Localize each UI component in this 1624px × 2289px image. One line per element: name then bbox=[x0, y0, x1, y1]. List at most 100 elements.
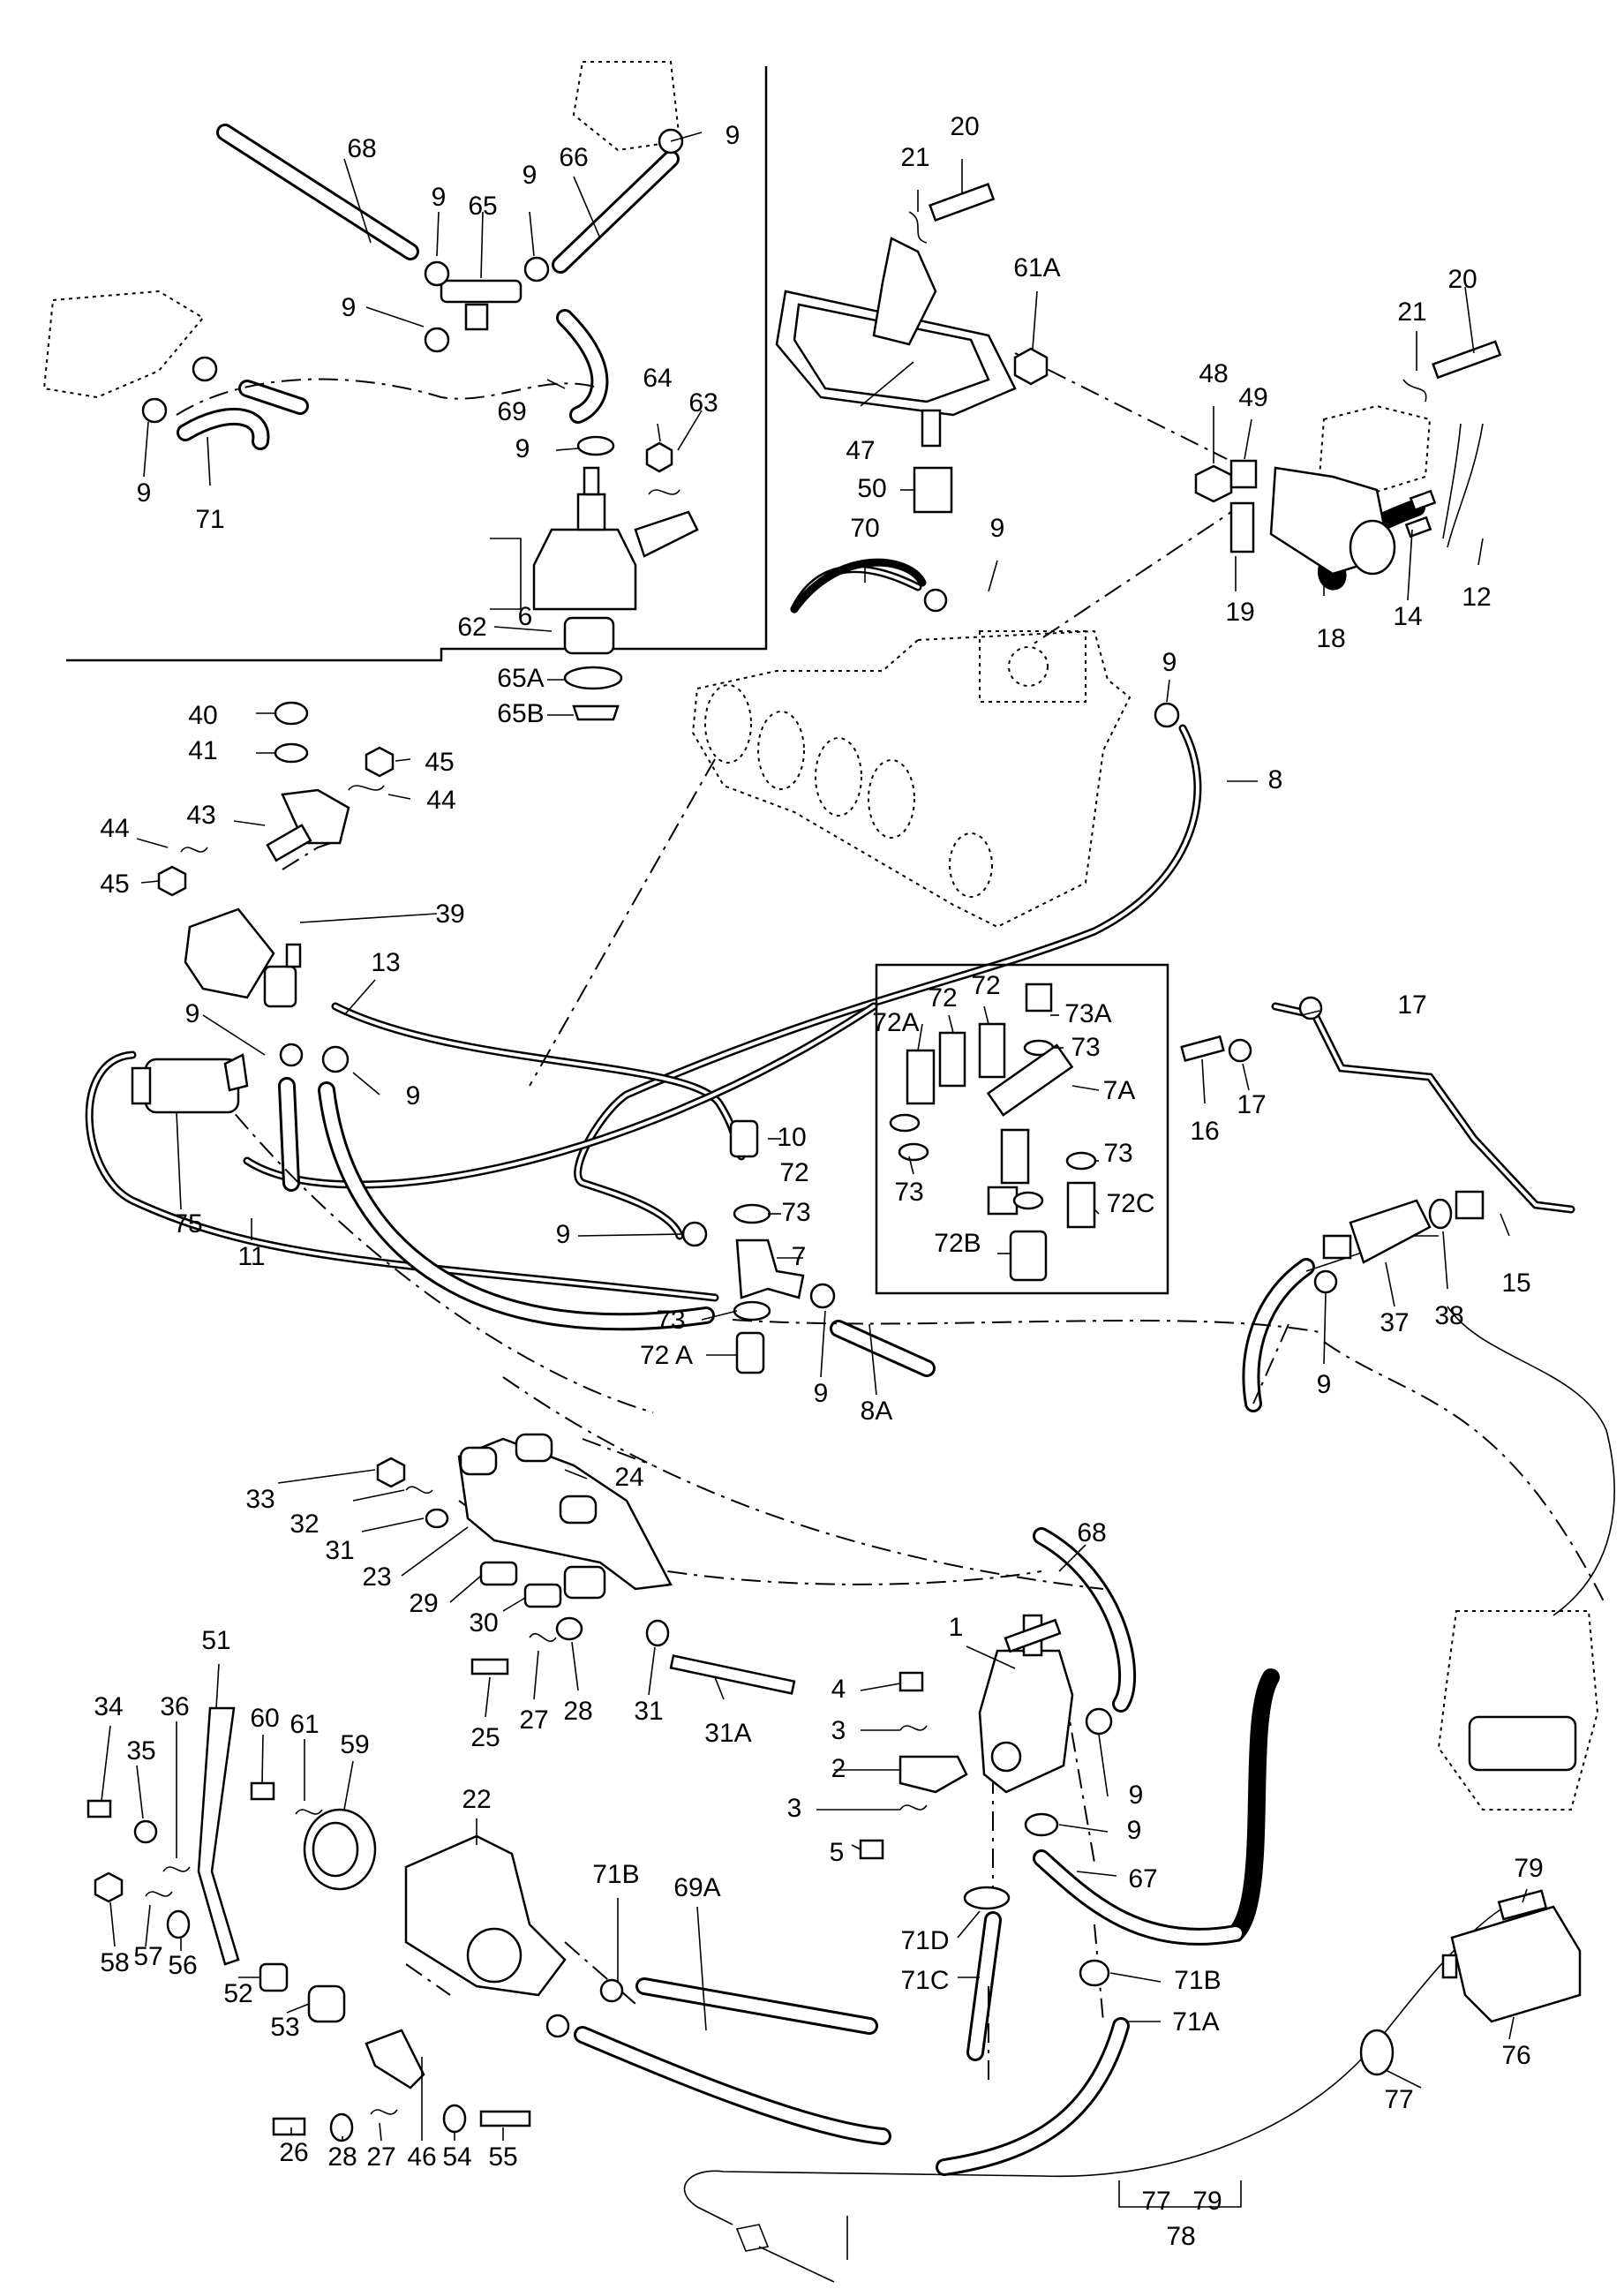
callout-71: 71 bbox=[195, 505, 224, 534]
callout-5: 5 bbox=[830, 1838, 845, 1867]
intake-manifold-outline bbox=[691, 629, 1132, 929]
callout-28: 28 bbox=[327, 2142, 357, 2172]
callout-35: 35 bbox=[126, 1736, 155, 1766]
callout-72: 72 bbox=[928, 983, 957, 1013]
callout-45: 45 bbox=[100, 870, 129, 899]
callout-37: 37 bbox=[1380, 1308, 1409, 1337]
callout-9: 9 bbox=[185, 999, 200, 1028]
callout-77: 77 bbox=[1384, 2085, 1413, 2114]
engine-outline-left bbox=[42, 61, 681, 399]
callout-66: 66 bbox=[559, 143, 588, 172]
callout-72B: 72B bbox=[934, 1229, 981, 1258]
callout-65A: 65A bbox=[497, 664, 544, 693]
callout-71B: 71B bbox=[592, 1860, 639, 1889]
callout-20: 20 bbox=[950, 112, 979, 141]
callout-9: 9 bbox=[1127, 1816, 1142, 1845]
callout-11: 11 bbox=[237, 1242, 265, 1271]
callout-31A: 31A bbox=[704, 1719, 751, 1748]
callout-32: 32 bbox=[289, 1510, 319, 1539]
callout-34: 34 bbox=[94, 1692, 123, 1721]
callout-46: 46 bbox=[407, 2142, 436, 2172]
callout-3: 3 bbox=[831, 1716, 846, 1745]
callout-3: 3 bbox=[787, 1794, 802, 1823]
callout-63: 63 bbox=[688, 388, 718, 418]
callout-73: 73 bbox=[656, 1306, 685, 1335]
callout-44: 44 bbox=[100, 814, 129, 843]
callout-51: 51 bbox=[201, 1626, 230, 1655]
callout-29: 29 bbox=[409, 1589, 438, 1618]
callout-7: 7 bbox=[792, 1242, 807, 1271]
callout-73: 73 bbox=[1071, 1033, 1100, 1062]
callout-14: 14 bbox=[1393, 602, 1422, 631]
callout-43: 43 bbox=[186, 801, 215, 830]
callout-71C: 71C bbox=[900, 1966, 949, 1995]
callout-31: 31 bbox=[634, 1697, 663, 1726]
callout-24: 24 bbox=[614, 1463, 643, 1492]
callout-23: 23 bbox=[362, 1562, 391, 1592]
callout-9: 9 bbox=[556, 1220, 571, 1249]
components bbox=[86, 128, 1582, 2283]
callout-9: 9 bbox=[432, 183, 447, 212]
callout-73: 73 bbox=[1103, 1139, 1132, 1168]
callout-67: 67 bbox=[1128, 1864, 1157, 1894]
callout-28: 28 bbox=[563, 1697, 592, 1726]
callout-19: 19 bbox=[1225, 598, 1254, 627]
callout-40: 40 bbox=[188, 701, 217, 730]
callout-labels: 9 68 9 65 9 66 9 9 71 69 9 64 63 62 6 65… bbox=[94, 112, 1543, 2251]
callout-71A: 71A bbox=[1172, 2007, 1219, 2037]
callout-9: 9 bbox=[726, 121, 741, 150]
callout-72A: 72A bbox=[872, 1008, 919, 1037]
callout-62: 62 bbox=[457, 613, 486, 642]
callout-21: 21 bbox=[900, 143, 929, 172]
callout-52: 52 bbox=[223, 1979, 252, 2008]
callout-2: 2 bbox=[831, 1754, 846, 1783]
callout-8: 8 bbox=[1268, 765, 1283, 794]
callout-36: 36 bbox=[160, 1692, 189, 1721]
callout-45: 45 bbox=[425, 748, 454, 777]
callout-71D: 71D bbox=[900, 1926, 949, 1955]
callout-56: 56 bbox=[168, 1951, 197, 1980]
callout-31: 31 bbox=[325, 1536, 354, 1565]
callout-54: 54 bbox=[442, 2142, 471, 2172]
callout-68: 68 bbox=[347, 134, 376, 163]
callout-65: 65 bbox=[468, 192, 497, 221]
callout-10: 10 bbox=[777, 1123, 806, 1152]
callout-68: 68 bbox=[1077, 1518, 1106, 1547]
callout-73: 73 bbox=[781, 1198, 810, 1227]
callout-9: 9 bbox=[1129, 1781, 1144, 1810]
callout-72C: 72C bbox=[1106, 1189, 1154, 1218]
callout-48: 48 bbox=[1199, 359, 1228, 388]
callout-21: 21 bbox=[1397, 297, 1426, 327]
callout-6: 6 bbox=[518, 602, 533, 631]
callout-9: 9 bbox=[990, 514, 1005, 543]
callout-79: 79 bbox=[1192, 2187, 1222, 2216]
callout-70: 70 bbox=[850, 514, 879, 543]
callout-59: 59 bbox=[340, 1730, 369, 1759]
callout-73: 73 bbox=[894, 1178, 923, 1207]
callout-53: 53 bbox=[270, 2013, 299, 2042]
callout-17: 17 bbox=[1237, 1090, 1266, 1119]
callout-72: 72 bbox=[779, 1158, 808, 1187]
callout-75: 75 bbox=[173, 1209, 202, 1239]
callout-1: 1 bbox=[949, 1613, 964, 1642]
leader-lines bbox=[101, 132, 1528, 2208]
callout-8A: 8A bbox=[861, 1397, 893, 1426]
callout-50: 50 bbox=[857, 474, 886, 503]
callout-39: 39 bbox=[435, 900, 464, 929]
callout-72: 72 bbox=[971, 971, 1000, 1000]
callout-7A: 7A bbox=[1103, 1076, 1136, 1105]
callout-38: 38 bbox=[1434, 1301, 1463, 1330]
callout-9: 9 bbox=[1317, 1370, 1332, 1399]
callout-4: 4 bbox=[831, 1675, 846, 1704]
callout-69A: 69A bbox=[673, 1873, 720, 1902]
callout-17: 17 bbox=[1397, 990, 1426, 1020]
callout-61A: 61A bbox=[1013, 253, 1060, 282]
callout-69: 69 bbox=[497, 397, 526, 426]
callout-25: 25 bbox=[470, 1723, 500, 1752]
callout-79: 79 bbox=[1514, 1854, 1543, 1883]
callout-27: 27 bbox=[366, 2142, 395, 2172]
callout-71B: 71B bbox=[1174, 1966, 1221, 1995]
callout-9: 9 bbox=[523, 161, 538, 190]
callout-47: 47 bbox=[846, 436, 875, 465]
